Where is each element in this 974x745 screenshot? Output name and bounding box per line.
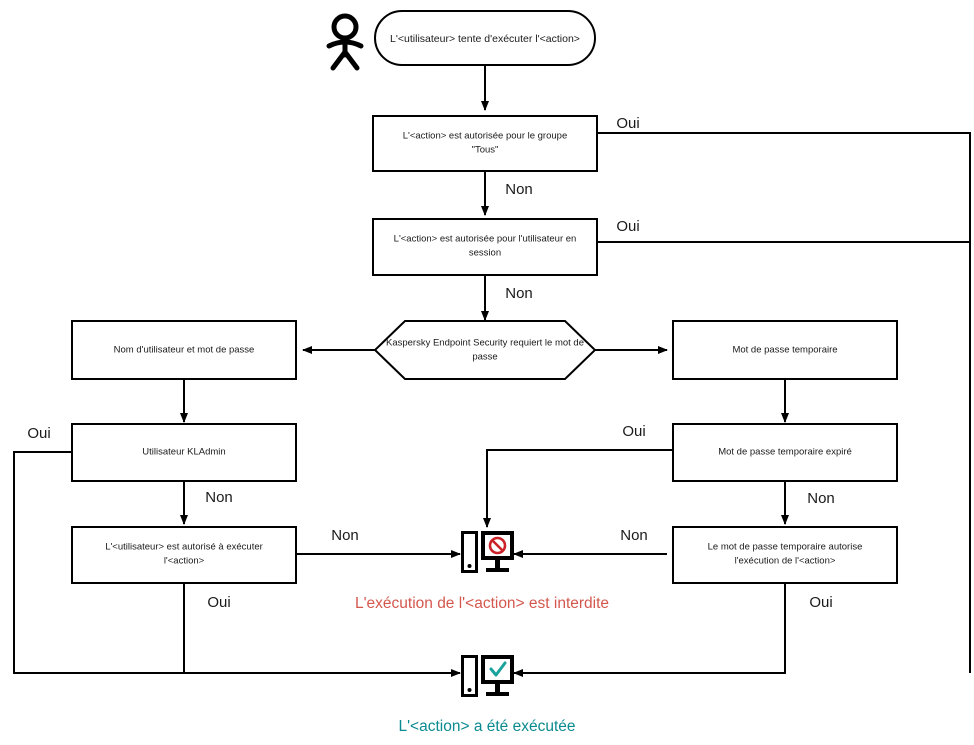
node-session-user-line2: session [469,248,501,259]
edge-label-temp-expired-yes: Oui [622,423,645,440]
node-temporary-password-expired-label: Mot de passe temporaire expiré [718,447,852,458]
node-temp-authorizes-line2: l'exécution de l'<action> [735,556,836,567]
edge-temp-expired-yes [483,449,673,528]
node-temp-password-authorizes[interactable]: Le mot de passe temporaire autorise l'ex… [672,526,898,584]
node-group-all[interactable]: L'<action> est autorisée pour le groupe … [372,115,598,172]
node-temp-authorizes-line1: Le mot de passe temporaire autorise [708,542,863,553]
node-start[interactable]: L'<utilisateur> tente d'exécuter l'<acti… [374,10,596,66]
edge-label-temp-expired-no: Non [807,490,835,507]
node-kladmin-user-label: Utilisateur KLAdmin [142,447,225,458]
node-group-all-line1: L'<action> est autorisée pour le groupe [403,131,567,142]
node-kes-line2: passe [472,352,497,363]
user-actor-icon [326,13,364,71]
node-username-password-label: Nom d'utilisateur et mot de passe [114,345,255,356]
node-user-authorized[interactable]: L'<utilisateur> est autorisé à exécuter … [71,526,297,584]
edge-label-temp-authorizes-no: Non [620,527,648,544]
node-temporary-password-label: Mot de passe temporaire [732,345,837,356]
node-group-all-line2: "Tous" [472,145,499,156]
allowed-caption: L'<action> a été exécutée [398,718,575,735]
edge-label-group-all-yes: Oui [616,115,639,132]
computer-denied-icon [461,531,514,573]
denied-caption: L'exécution de l'<action> est interdite [355,595,609,612]
node-kes-requires-password[interactable]: Kaspersky Endpoint Security requiert le … [373,320,597,380]
edge-temp-authorizes-yes [513,583,786,677]
edge-label-kladmin-no: Non [205,489,233,506]
edge-kladmin-yes [13,451,186,674]
edge-group-all-yes [597,132,971,673]
node-temporary-password[interactable]: Mot de passe temporaire [672,320,898,380]
edge-label-session-user-yes: Oui [616,218,639,235]
edge-label-user-authorized-no: Non [331,527,359,544]
node-session-user-line1: L'<action> est autorisée pour l'utilisat… [394,234,577,245]
computer-allowed-icon [461,655,514,697]
edge-label-group-all-no: Non [505,181,533,198]
node-session-user[interactable]: L'<action> est autorisée pour l'utilisat… [372,218,598,276]
edge-label-session-user-no: Non [505,285,533,302]
node-temporary-password-expired[interactable]: Mot de passe temporaire expiré [672,423,898,482]
node-user-authorized-line2: l'<action> [164,556,205,567]
node-kes-line1: Kaspersky Endpoint Security requiert le … [386,338,584,349]
node-kladmin-user[interactable]: Utilisateur KLAdmin [71,423,297,482]
node-start-label: L'<utilisateur> tente d'exécuter l'<acti… [390,33,580,45]
edge-label-kladmin-yes: Oui [27,425,50,442]
node-username-password[interactable]: Nom d'utilisateur et mot de passe [71,320,297,380]
node-user-authorized-line1: L'<utilisateur> est autorisé à exécuter [105,542,263,553]
edge-label-user-authorized-yes: Oui [207,594,230,611]
edge-label-temp-authorizes-yes: Oui [809,594,832,611]
edge-user-authorized-yes [183,583,461,677]
